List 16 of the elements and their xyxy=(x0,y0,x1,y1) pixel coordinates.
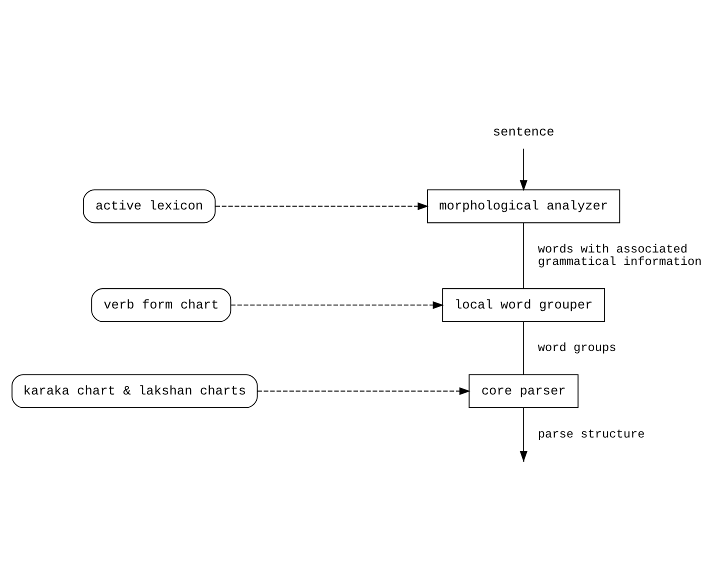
connector xyxy=(523,222,524,289)
node-box: core parser xyxy=(468,374,579,408)
arrow xyxy=(230,301,444,309)
edge-label: words with associated grammatical information xyxy=(538,242,702,270)
connector xyxy=(523,321,524,375)
node-box: morphological analyzer xyxy=(427,189,620,224)
edge-label: word groups xyxy=(538,341,616,356)
node-box: karaka chart & lakshan charts xyxy=(12,374,258,408)
edge-label: parse structure xyxy=(538,427,645,442)
arrow xyxy=(256,387,470,395)
arrow xyxy=(215,202,429,210)
node-text: sentence xyxy=(492,124,554,140)
node-box: active lexicon xyxy=(82,189,216,224)
node-box: verb form chart xyxy=(91,288,232,322)
node-box: local word grouper xyxy=(442,288,606,322)
arrow xyxy=(520,148,528,192)
